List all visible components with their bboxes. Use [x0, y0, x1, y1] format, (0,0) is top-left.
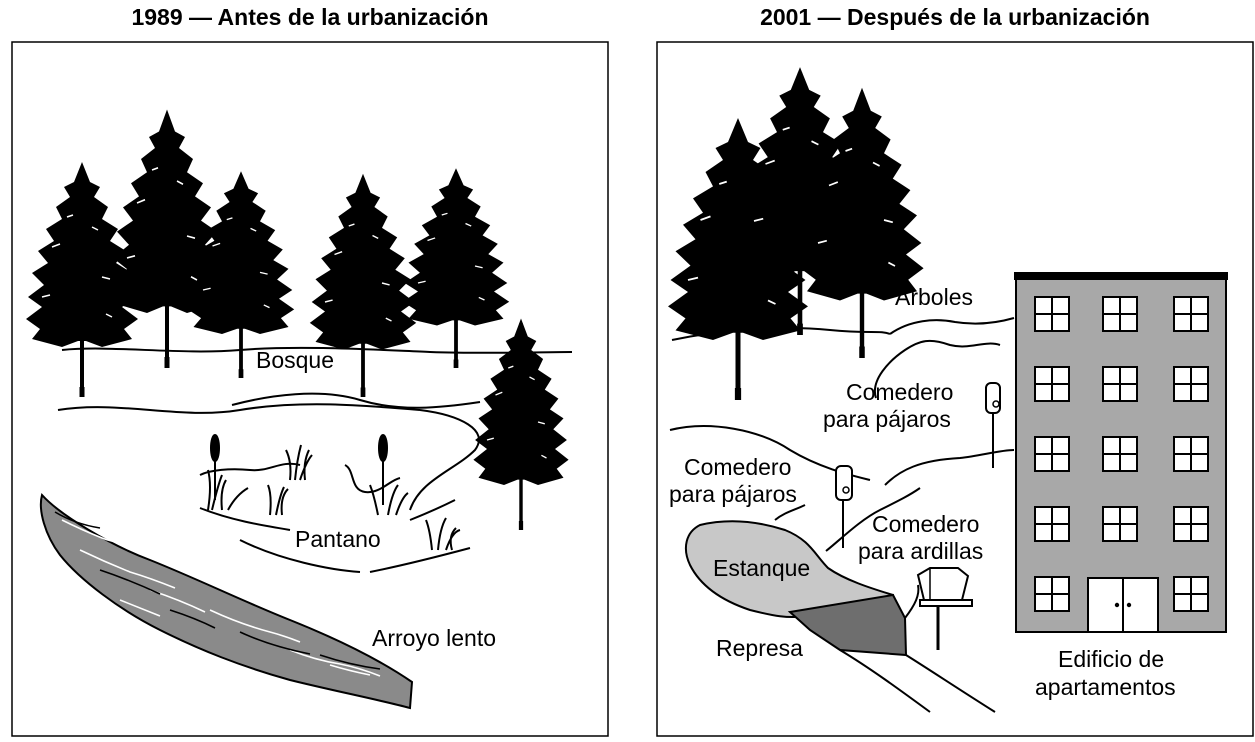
- label-squirrel-feeder-line2: para ardillas: [858, 538, 983, 564]
- label-bird-feeder-2-line1: Comedero: [684, 454, 791, 480]
- apartment-building: [1014, 272, 1228, 633]
- label-bird-feeder-1-line2: para pájaros: [823, 406, 951, 432]
- label-swamp: Pantano: [295, 526, 381, 552]
- label-trees: Árboles: [895, 284, 973, 310]
- left-panel-frame: [11, 41, 609, 737]
- label-bird-feeder-1-line1: Comedero: [846, 379, 953, 405]
- swamp-outline: [199, 462, 471, 573]
- building-door: [1087, 577, 1159, 633]
- pine-tree: [473, 319, 568, 531]
- bird-feeder-icon: [985, 382, 1001, 468]
- label-slow-stream: Arroyo lento: [372, 625, 496, 651]
- label-forest: Bosque: [256, 347, 334, 373]
- panel-title-before: 1989 — Antes de la urbanización: [131, 4, 489, 30]
- label-bird-feeder-2-line2: para pájaros: [669, 481, 797, 507]
- label-building-line1: Edificio de: [1058, 646, 1164, 672]
- label-building-line2: apartamentos: [1035, 674, 1176, 700]
- label-squirrel-feeder-line1: Comedero: [872, 511, 979, 537]
- bird-feeder-icon: [835, 465, 853, 548]
- cattails: [207, 434, 461, 551]
- pond-and-dam: [684, 520, 996, 713]
- panel-title-after: 2001 — Después de la urbanización: [760, 4, 1150, 30]
- remaining-trees: [668, 67, 924, 400]
- slow-stream: [39, 492, 414, 710]
- squirrel-feeder-icon: [916, 567, 973, 650]
- right-panel-frame: [656, 41, 1254, 737]
- pine-tree: [403, 168, 509, 368]
- label-pond: Estanque: [713, 555, 810, 581]
- label-dam: Represa: [716, 635, 803, 661]
- ground-contours: [57, 346, 573, 511]
- ground-contours-after: [669, 317, 1015, 552]
